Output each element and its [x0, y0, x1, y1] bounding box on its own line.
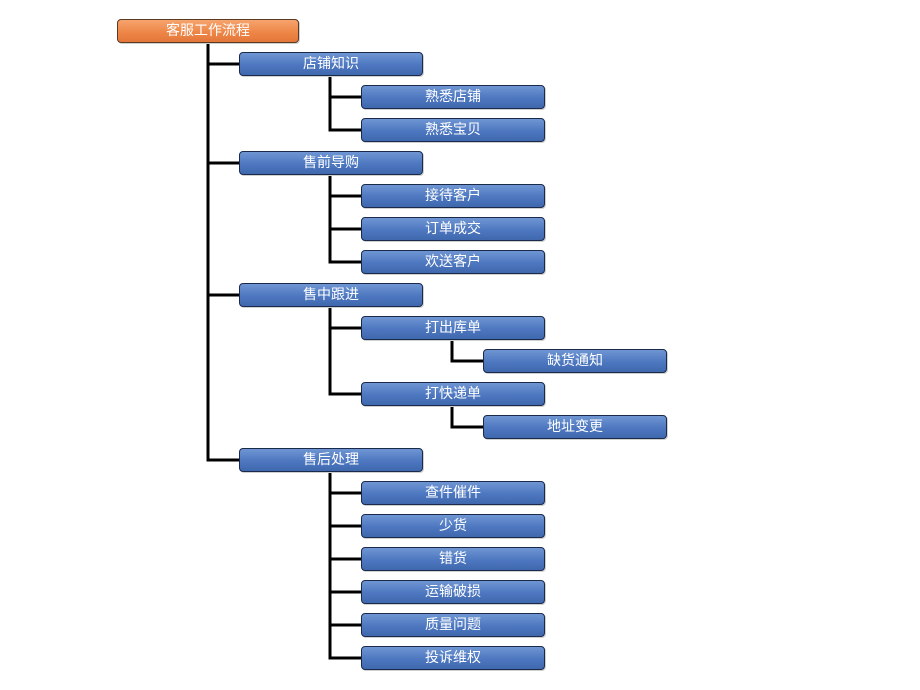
level-2-node: 少货 [361, 514, 545, 538]
level-2-node: 欢送客户 [361, 250, 545, 274]
level-2-node: 熟悉宝贝 [361, 118, 545, 142]
level-2-node: 错货 [361, 547, 545, 571]
level-2-node: 运输破损 [361, 580, 545, 604]
level-3-node: 地址变更 [483, 415, 667, 439]
level-1-node: 店铺知识 [239, 52, 423, 76]
level-2-node: 接待客户 [361, 184, 545, 208]
level-2-node: 质量问题 [361, 613, 545, 637]
level-2-node: 熟悉店铺 [361, 85, 545, 109]
level-2-node: 查件催件 [361, 481, 545, 505]
level-3-node: 缺货通知 [483, 349, 667, 373]
level-2-node: 订单成交 [361, 217, 545, 241]
root-node: 客服工作流程 [117, 19, 299, 43]
level-1-node: 售前导购 [239, 151, 423, 175]
level-1-node: 售中跟进 [239, 283, 423, 307]
level-2-node: 打出库单 [361, 316, 545, 340]
level-2-node: 打快递单 [361, 382, 545, 406]
level-2-node: 投诉维权 [361, 646, 545, 670]
level-1-node: 售后处理 [239, 448, 423, 472]
